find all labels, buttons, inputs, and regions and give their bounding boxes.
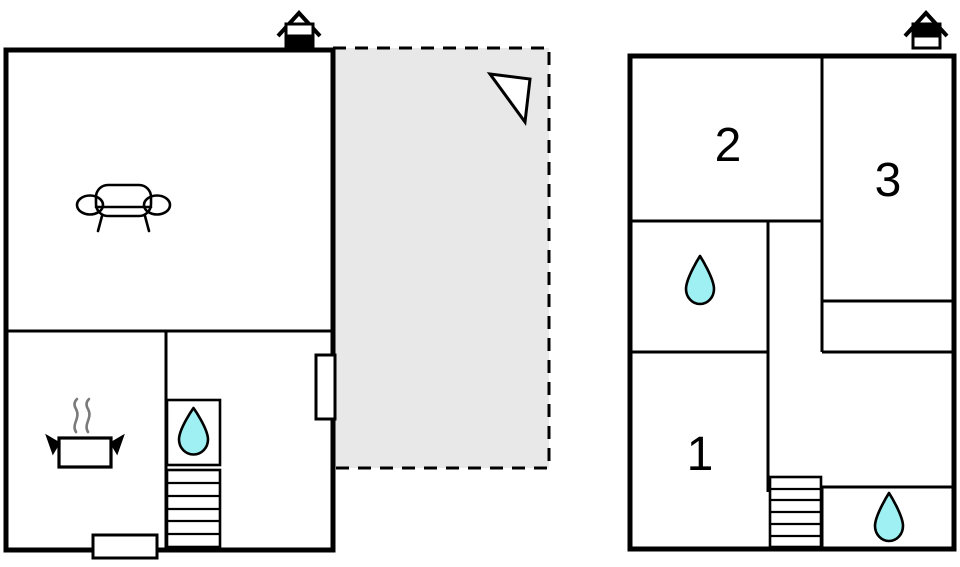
staircase-icon[interactable] — [165, 468, 222, 549]
steam-wisp-right — [85, 397, 91, 434]
terrace-fill — [333, 48, 549, 468]
water-drop-icon — [684, 254, 716, 306]
upper-floor-plan: 2 3 1 — [627, 10, 957, 552]
water-drop-icon — [177, 406, 210, 456]
steam-wisp-left — [73, 397, 79, 434]
terrace-dashed-boundary — [333, 46, 551, 470]
sofa-icon — [75, 183, 172, 233]
water-drop-icon — [873, 491, 905, 543]
door-opening-icon[interactable] — [91, 533, 159, 560]
pot-handle-right — [109, 433, 125, 456]
room-label-bedroom-2: 2 — [715, 119, 742, 172]
pot-body — [57, 436, 113, 469]
house-lower-band — [284, 34, 315, 50]
staircase-icon[interactable] — [768, 475, 823, 549]
house-upper-band — [284, 22, 315, 38]
cooking-pot-icon — [45, 397, 125, 469]
house-ground-floor-icon — [276, 10, 322, 50]
house-lower-band — [911, 34, 942, 50]
terrace-area[interactable] — [333, 46, 551, 470]
pot-handle-left — [45, 433, 61, 456]
triangle-pointer-icon — [486, 72, 532, 126]
room-label-bedroom-1: 1 — [687, 428, 714, 481]
room-label-bedroom-3: 3 — [875, 154, 902, 207]
door-opening-icon[interactable] — [314, 353, 337, 421]
ground-floor-plan — [3, 10, 551, 560]
house-upper-floor-icon — [903, 10, 949, 50]
house-upper-band — [911, 22, 942, 38]
room-bathroom-ground[interactable] — [165, 398, 222, 467]
